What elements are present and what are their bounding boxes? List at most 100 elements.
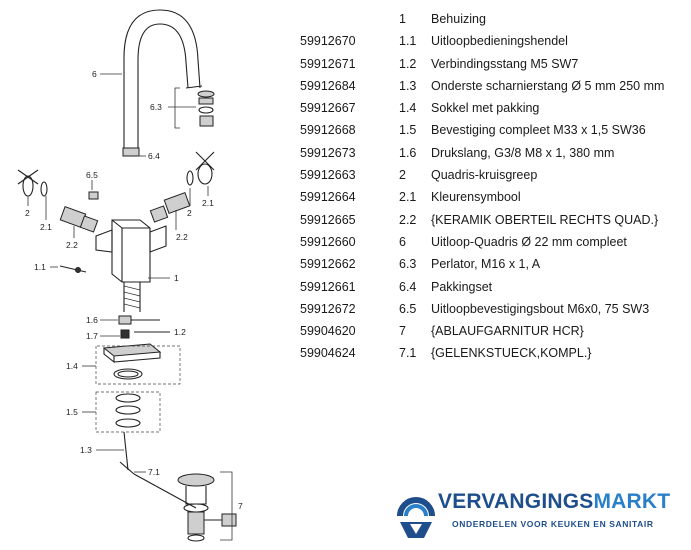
callout-label: 2 — [25, 208, 30, 218]
parts-list-row: 59912671 1.2 Verbindingsstang M5 SW7 — [300, 53, 690, 75]
exploded-parts-diagram: 6 6.3 6.4 6.5 2 2.1 2.2 2 2.1 2.2 1.1 1 … — [17, 9, 243, 542]
parts-list-row: 59912661 6.4 Pakkingset — [300, 276, 690, 298]
position-number: 1.5 — [399, 123, 417, 138]
position-number: 1.6 — [399, 145, 417, 160]
position-number: 6.4 — [399, 279, 417, 294]
article-number: 59912665 — [300, 212, 356, 227]
part-description: Verbindingsstang M5 SW7 — [431, 56, 579, 71]
left-cartridge-part — [59, 206, 99, 233]
callout-label: 6.5 — [86, 170, 98, 180]
callout-label: 7.1 — [148, 467, 160, 477]
article-number: 59912664 — [300, 190, 356, 205]
position-number: 1 — [399, 12, 406, 26]
callout-label: 1.6 — [86, 315, 98, 325]
part-description: Drukslang, G3/8 M8 x 1, 380 mm — [431, 145, 615, 160]
callout-label: 1.4 — [66, 361, 78, 371]
callout-label: 2.2 — [66, 240, 78, 250]
parts-list-row: 59912663 2 Quadris-kruisgreep — [300, 164, 690, 186]
callout-label: 6 — [92, 69, 97, 79]
callout-label: 1.7 — [86, 331, 98, 341]
position-number: 2 — [399, 168, 406, 183]
logo-brand-part2: MARKT — [593, 490, 671, 513]
lever-part — [59, 265, 87, 273]
parts-list-row: 59904624 7.1 {GELENKSTUECK,KOMPL.} — [300, 342, 690, 364]
position-number: 1.3 — [399, 78, 417, 93]
parts-list-row: 1 Behuizing — [300, 8, 690, 30]
position-number: 1.4 — [399, 101, 417, 116]
parts-list-row: 59912668 1.5 Bevestiging compleet M33 x 1,… — [300, 119, 690, 141]
part-description: {ABLAUFGARNITUR HCR} — [431, 324, 584, 339]
article-number: 59912667 — [300, 101, 356, 116]
mixer-body-part — [95, 219, 167, 312]
callout-label: 1 — [174, 273, 179, 283]
part-description: Perlator, M16 x 1, A — [431, 257, 541, 272]
part-description: Pakkingset — [431, 279, 493, 294]
article-number: 59912671 — [300, 56, 356, 71]
position-number: 2.2 — [399, 212, 417, 227]
part-description: Uitloop-Quadris Ø 22 mm compleet — [431, 234, 627, 249]
spout-screw-part — [88, 191, 99, 200]
parts-list-row: 59912664 2.1 Kleurensymbool — [300, 186, 690, 208]
spout-part — [122, 9, 203, 157]
position-number: 1.1 — [399, 34, 417, 49]
article-number: 59912684 — [300, 78, 356, 93]
drain-assembly-part — [177, 473, 237, 542]
part-description: {KERAMIK OBERTEIL RECHTS QUAD.} — [431, 212, 659, 227]
part-description: Onderste scharnierstang Ø 5 mm 250 mm — [431, 78, 665, 93]
callout-label: 1.3 — [80, 445, 92, 455]
aerator-part — [197, 90, 215, 127]
vervangingsmarkt-logo: VERVANGINGSMARKT ONDERDELEN VOOR KEUKEN … — [396, 488, 686, 544]
part-description: Sokkel met pakking — [431, 101, 540, 116]
position-number: 1.2 — [399, 56, 417, 71]
parts-list-row: 59912667 1.4 Sokkel met pakking — [300, 97, 690, 119]
callout-label: 1.5 — [66, 407, 78, 417]
article-number: 59904620 — [300, 324, 356, 339]
left-handle-part — [17, 169, 48, 197]
logo-brand-part1: VERVANGINGS — [438, 490, 594, 513]
article-number: 59912670 — [300, 34, 356, 49]
parts-list: 1 Behuizing 59912670 1.1 Uitloopbedieningshe… — [300, 8, 690, 365]
part-description: Behuizing — [431, 12, 486, 26]
parts-list-row: 59912672 6.5 Uitloopbevestigingsbout M6x0,… — [300, 298, 690, 320]
callout-labels: 6 6.3 6.4 6.5 2 2.1 2.2 2 2.1 2.2 1.1 1 … — [25, 69, 243, 511]
article-number: 59912672 — [300, 301, 356, 316]
part-description: {GELENKSTUECK,KOMPL.} — [431, 346, 592, 361]
callout-label: 2.1 — [40, 222, 52, 232]
callout-label: 6.4 — [148, 151, 160, 161]
article-number: 59912662 — [300, 257, 356, 272]
logo-tagline: ONDERDELEN VOOR KEUKEN EN SANITAIR — [452, 519, 654, 529]
position-number: 6.3 — [399, 257, 417, 272]
part-description: Uitloopbevestigingsbout M6x0, 75 SW3 — [431, 301, 650, 316]
parts-list-row: 59904620 7 {ABLAUFGARNITUR HCR} — [300, 320, 690, 342]
position-number: 7.1 — [399, 346, 417, 361]
article-number: 59912668 — [300, 123, 356, 138]
position-number: 2.1 — [399, 190, 417, 205]
right-handle-part — [186, 151, 215, 186]
part-description: Kleurensymbool — [431, 190, 521, 205]
logo-brand-text: VERVANGINGSMARKT — [438, 490, 670, 514]
callout-label: 2.1 — [202, 198, 214, 208]
article-number: 59912661 — [300, 279, 356, 294]
position-number: 6.5 — [399, 301, 417, 316]
part-description: Quadris-kruisgreep — [431, 168, 538, 183]
callout-label: 1.2 — [174, 327, 186, 337]
callout-label: 6.3 — [150, 102, 162, 112]
article-number: 59904624 — [300, 346, 356, 361]
parts-list-row: 59912670 1.1 Uitloopbedieningshendel — [300, 30, 690, 52]
right-cartridge-part — [149, 192, 191, 223]
fixing-set-part — [115, 393, 141, 428]
article-number: 59912663 — [300, 168, 356, 183]
callout-label: 2.2 — [176, 232, 188, 242]
parts-list-row: 59912665 2.2 {KERAMIK OBERTEIL RECHTS QUAD… — [300, 209, 690, 231]
part-description: Uitloopbedieningshendel — [431, 34, 568, 49]
position-number: 6 — [399, 234, 406, 249]
callout-label: 7 — [238, 501, 243, 511]
label-leaders — [27, 73, 209, 473]
callout-label: 2 — [187, 208, 192, 218]
logo-mark-icon — [397, 497, 435, 538]
position-number: 7 — [399, 324, 406, 339]
hose-fittings-part — [118, 315, 170, 339]
part-description: Bevestiging compleet M33 x 1,5 SW36 — [431, 123, 646, 138]
